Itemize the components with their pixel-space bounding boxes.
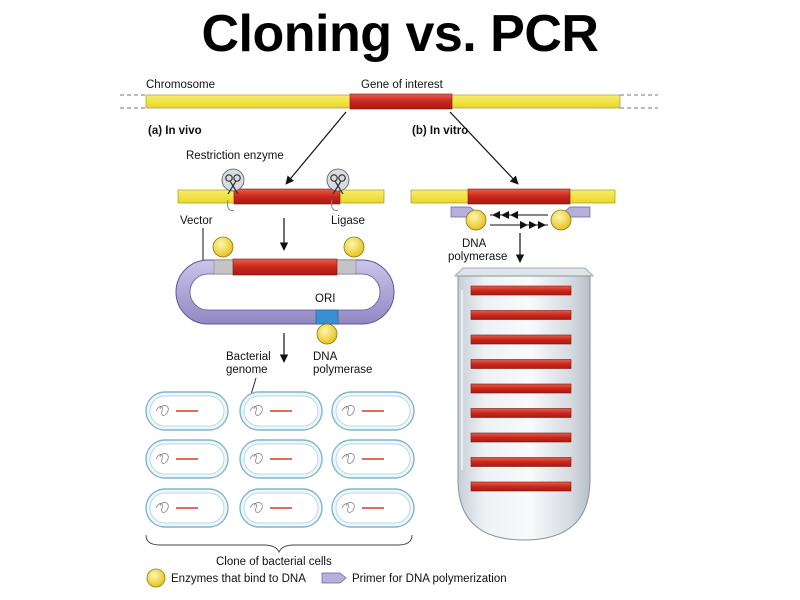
clone-bracket bbox=[145, 534, 413, 554]
dna-polymerase-vitro-right-icon bbox=[550, 209, 572, 231]
bacterial-genome-icon bbox=[155, 502, 169, 513]
bacterial-genome-icon bbox=[155, 453, 169, 464]
extension-arrows bbox=[490, 211, 548, 229]
ligase-enzyme-icon bbox=[343, 236, 365, 258]
in-vitro-label: (b) In vitro bbox=[412, 125, 468, 137]
pcr-product-band bbox=[470, 334, 572, 345]
bacterial-cell bbox=[239, 391, 323, 431]
page-title: Cloning vs. PCR bbox=[201, 5, 599, 63]
chromosome-label: Chromosome bbox=[146, 79, 215, 91]
bacterial-genome-label-2: genome bbox=[226, 364, 268, 376]
legend-primer-icon bbox=[321, 572, 347, 584]
bacterial-cell bbox=[145, 439, 229, 479]
bacterial-cell bbox=[145, 391, 229, 431]
bacterial-cell bbox=[331, 488, 415, 528]
bacterial-genome-icon bbox=[155, 405, 169, 416]
bacterial-cell bbox=[331, 439, 415, 479]
pcr-product-band bbox=[470, 481, 572, 492]
bacterial-cell bbox=[145, 488, 229, 528]
pcr-product-band bbox=[470, 359, 572, 369]
test-tube bbox=[454, 267, 594, 541]
gene-of-interest-segment bbox=[349, 93, 453, 110]
plasmid bbox=[175, 258, 395, 325]
dna-polymerase-vivo-label-1: DNA bbox=[313, 351, 338, 363]
bacterial-cell bbox=[239, 488, 323, 528]
dna-polymerase-vivo-icon bbox=[316, 323, 338, 345]
pcr-product-band bbox=[470, 408, 572, 418]
pcr-product-band bbox=[470, 285, 572, 296]
dna-polymerase-vitro-label-1: DNA bbox=[462, 238, 487, 250]
dna-polymerase-vitro-left-icon bbox=[465, 209, 487, 231]
in-vivo-label: (a) In vivo bbox=[148, 125, 202, 137]
bacterial-genome-icon bbox=[249, 453, 263, 464]
ori-label: ORI bbox=[315, 293, 335, 305]
vector-label: Vector bbox=[180, 215, 213, 227]
clone-caption: Clone of bacterial cells bbox=[216, 556, 332, 568]
bacterial-genome-icon bbox=[249, 405, 263, 416]
in-vitro-dna-strand bbox=[410, 188, 616, 205]
in-vivo-dna-strand bbox=[177, 188, 385, 205]
pcr-product-bands bbox=[470, 285, 572, 492]
ori-segment bbox=[315, 309, 339, 325]
pcr-product-band bbox=[470, 432, 572, 443]
bacterial-genome-icon bbox=[341, 453, 355, 464]
pcr-product-band bbox=[470, 457, 572, 467]
bacterial-genome-icon bbox=[341, 405, 355, 416]
chromosome bbox=[120, 93, 658, 110]
legend-primer-label: Primer for DNA polymerization bbox=[352, 573, 507, 585]
legend-enzyme-label: Enzymes that bind to DNA bbox=[171, 573, 306, 585]
enzyme-vector-icon bbox=[212, 236, 234, 258]
bacterial-genome-icon bbox=[341, 502, 355, 513]
bacterial-cell bbox=[239, 439, 323, 479]
restriction-enzyme-left-icon bbox=[221, 168, 245, 211]
gene-of-interest-label: Gene of interest bbox=[361, 79, 444, 91]
ligase-label: Ligase bbox=[331, 215, 365, 227]
pcr-product-band bbox=[470, 383, 572, 394]
bacterial-cell bbox=[331, 391, 415, 431]
restriction-enzyme-right-icon bbox=[326, 168, 350, 211]
bacterial-genome-label-1: Bacterial bbox=[226, 351, 271, 363]
bacteria-grid bbox=[145, 391, 415, 528]
legend-enzyme-icon bbox=[146, 568, 166, 588]
bacterial-genome-icon bbox=[249, 502, 263, 513]
pcr-product-band bbox=[470, 310, 572, 320]
arrow-to-in-vivo bbox=[285, 111, 347, 185]
inserted-gene bbox=[232, 258, 338, 276]
dna-polymerase-vivo-label-2: polymerase bbox=[313, 364, 372, 376]
dna-polymerase-vitro-label-2: polymerase bbox=[448, 251, 507, 263]
arrow-to-in-vitro bbox=[449, 111, 519, 185]
restriction-enzyme-label: Restriction enzyme bbox=[186, 150, 284, 162]
